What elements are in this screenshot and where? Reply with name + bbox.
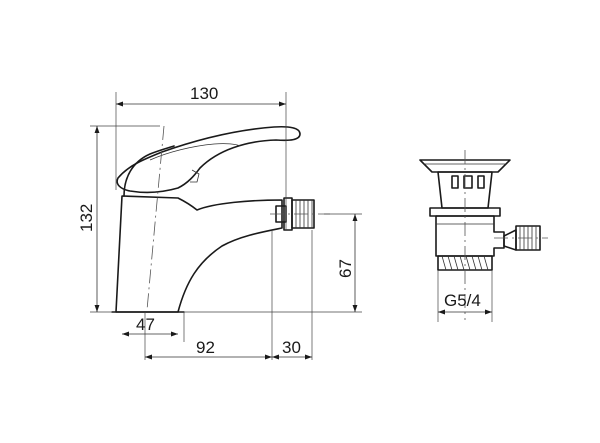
waste-valve-drawing xyxy=(419,150,548,322)
lever-handle-inner xyxy=(149,143,241,161)
faucet-body-outline xyxy=(115,195,283,313)
dim-label-92: 92 xyxy=(196,338,215,357)
dim-label-132: 132 xyxy=(77,204,96,232)
handle-pivot xyxy=(190,169,200,183)
dim-label-130: 130 xyxy=(190,84,218,103)
center-axis xyxy=(146,125,165,311)
lever-handle xyxy=(116,125,301,194)
thread-lines xyxy=(441,255,489,271)
dim-label-thread: G5/4 xyxy=(444,291,481,310)
side-connector xyxy=(270,197,330,231)
dim-label-67: 67 xyxy=(336,259,355,278)
faucet-side-view xyxy=(111,125,330,313)
dimension-lines xyxy=(90,92,362,360)
faucet-shoulder xyxy=(123,145,175,197)
dim-label-30: 30 xyxy=(282,338,301,357)
dim-label-47: 47 xyxy=(136,315,155,334)
